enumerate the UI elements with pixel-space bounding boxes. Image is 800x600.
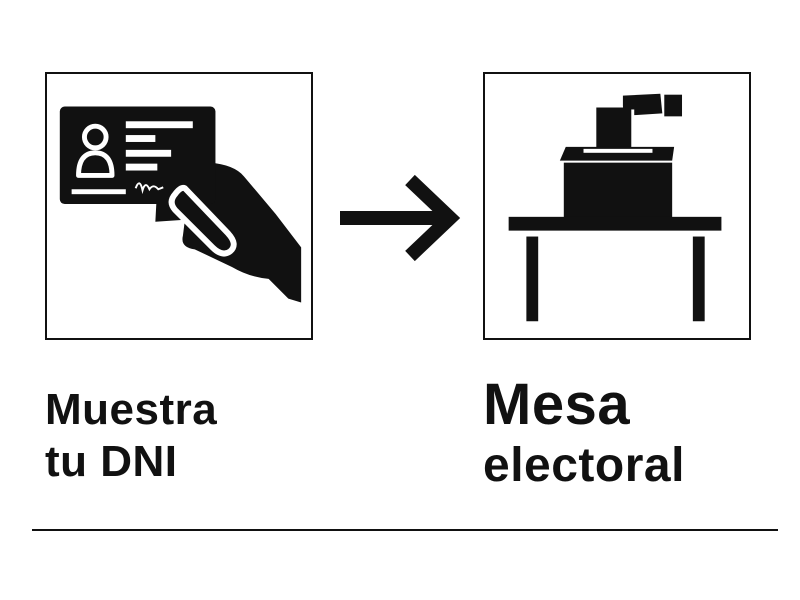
step-2-caption-line1: Mesa [483,372,631,437]
step-1-panel [45,72,313,340]
divider [32,529,778,531]
step-2-caption-line2: electoral [483,439,685,492]
step-1-caption-line2: tu DNI [45,437,178,486]
id-card-in-hand-icon [59,106,302,303]
step-2-panel [483,72,751,340]
arrow-right-icon [340,174,461,262]
step-1-caption-line1: Muestra [45,385,218,434]
ballot-box-on-table-icon [508,93,722,322]
